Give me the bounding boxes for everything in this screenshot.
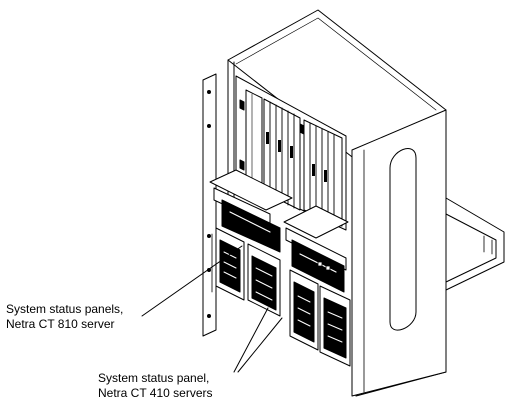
- upper-card-cage: [235, 75, 347, 231]
- lower-right-unit: [283, 205, 351, 367]
- rear-cable-tray: [445, 197, 505, 291]
- leader-line-810: [141, 245, 243, 317]
- leader-line-410-a: [233, 307, 269, 373]
- callout-status-panels-810: System status panels, Netra CT 810 serve…: [6, 302, 123, 332]
- left-mounting-bracket: [202, 73, 217, 337]
- leader-line-410-b: [237, 317, 283, 373]
- callout-810-line2: Netra CT 810 server: [6, 317, 115, 331]
- callout-leader-lines: [141, 245, 283, 373]
- lower-left-unit: [209, 169, 293, 317]
- callout-410-line2: Netra CT 410 servers: [98, 386, 213, 400]
- callout-810-line1: System status panels,: [6, 302, 124, 316]
- callout-410-line1: System status panel,: [98, 371, 210, 385]
- side-door-panel: [351, 109, 447, 397]
- callout-status-panel-410: System status panel, Netra CT 410 server…: [98, 371, 213, 401]
